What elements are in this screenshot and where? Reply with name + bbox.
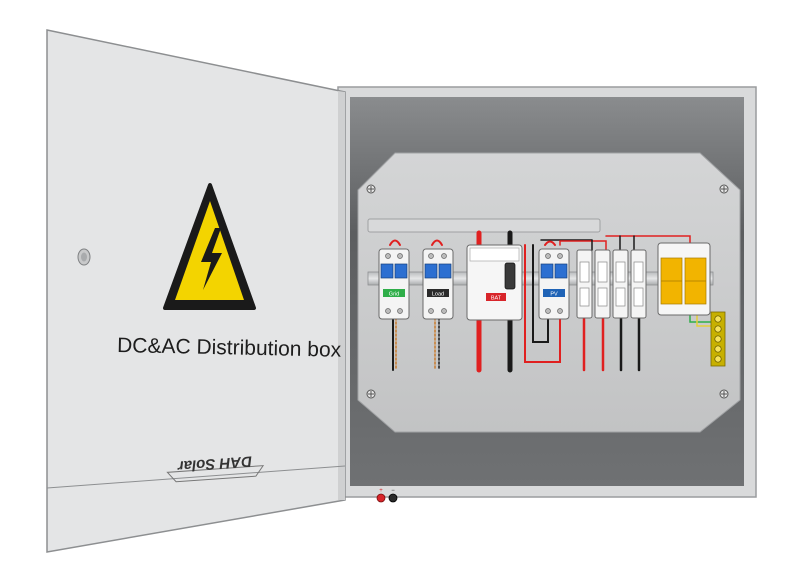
negative-symbol: − xyxy=(391,488,395,494)
grid-breaker: Grid xyxy=(378,248,410,320)
positive-terminal xyxy=(376,493,386,503)
bat-badge xyxy=(486,293,506,301)
surge-protector xyxy=(657,242,711,316)
cabinet-door: DC&AC Distribution box DAH Solar xyxy=(46,29,346,553)
brand-logo: DAH Solar xyxy=(166,452,265,483)
breaker-toggle xyxy=(438,263,452,279)
logo-text: DAH Solar xyxy=(176,452,252,474)
load-badge xyxy=(427,289,449,297)
fuse-holder xyxy=(594,249,611,319)
bottom-terminals: + − xyxy=(376,488,398,503)
pv-breaker: PV xyxy=(538,248,570,320)
door-lock-icon xyxy=(77,248,91,266)
high-voltage-warning-icon xyxy=(163,183,256,310)
mounting-screws xyxy=(366,184,729,399)
door-title: DC&AC Distribution box xyxy=(117,334,342,362)
bat-label: BAT xyxy=(491,296,502,302)
load-label: Load xyxy=(432,292,444,298)
breaker-toggle xyxy=(554,263,568,279)
screw-icon xyxy=(719,389,729,399)
wiring xyxy=(389,230,713,373)
breaker-toggle xyxy=(540,263,554,279)
screw-icon xyxy=(366,389,376,399)
pv-badge xyxy=(543,289,565,297)
breaker-handle xyxy=(504,262,516,290)
load-breaker: Load xyxy=(422,248,454,320)
battery-breaker: BAT xyxy=(466,244,523,321)
fuse-holder xyxy=(630,249,647,319)
screw-icon xyxy=(719,184,729,194)
grid-badge xyxy=(383,289,405,297)
fuse-holder xyxy=(576,249,593,319)
pv-label: PV xyxy=(550,292,558,298)
positive-symbol: + xyxy=(379,488,383,494)
fuse-holder xyxy=(612,249,629,319)
screw-icon xyxy=(366,184,376,194)
ground-bar xyxy=(710,311,726,367)
grid-label: Grid xyxy=(389,292,399,298)
breaker-toggle xyxy=(424,263,438,279)
cable-duct xyxy=(367,218,601,233)
fuse-holders xyxy=(576,249,647,319)
negative-terminal xyxy=(388,493,398,503)
breaker-toggle xyxy=(380,263,394,279)
breaker-toggle xyxy=(394,263,408,279)
